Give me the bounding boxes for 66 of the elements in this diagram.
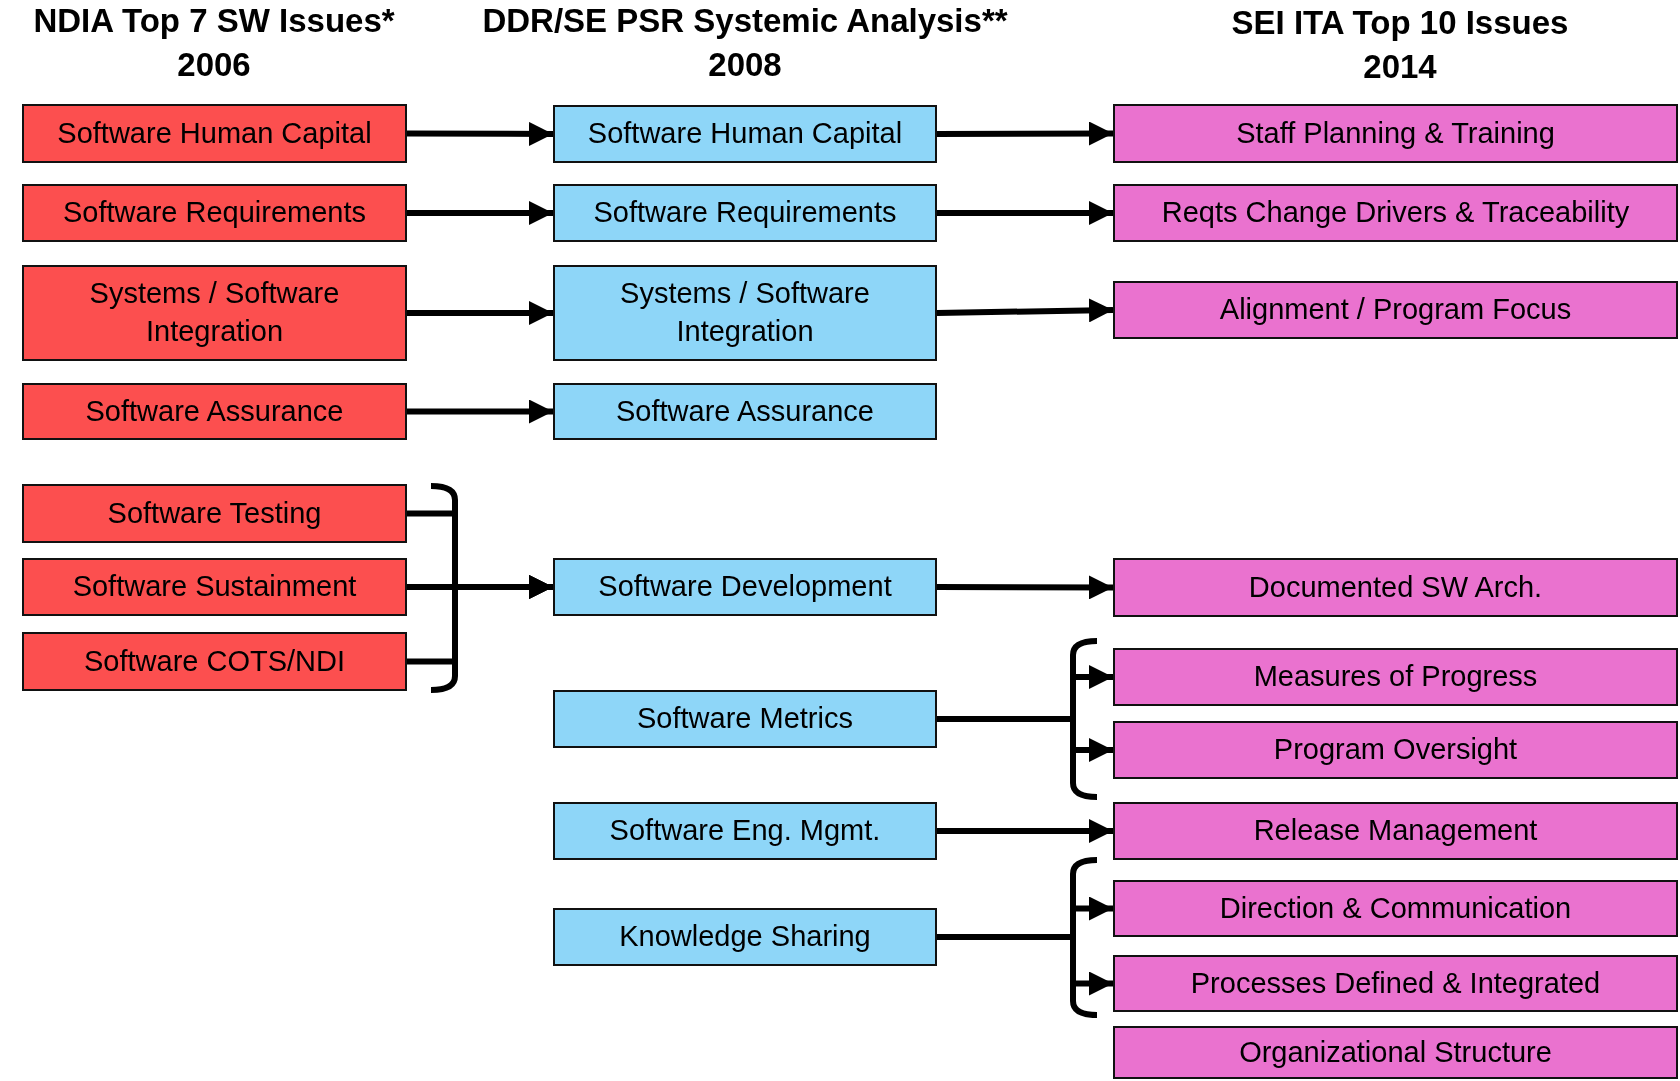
issue-box [22,383,407,440]
issue-box [1113,184,1678,242]
box-label: Processes Defined & Integrated [1189,965,1602,1001]
box-label: Software Requirements [592,195,898,231]
box-label: Systems / Software Integration [88,276,341,349]
issue-box [22,632,407,691]
box-label: Software Development [597,569,893,605]
box-label: Software Assurance [84,393,345,429]
arrow [937,201,1113,225]
box-label: Software Requirements [62,195,367,231]
analysis-box [553,558,937,616]
box-label: Software Sustainment [71,569,358,605]
analysis-box [553,265,937,361]
issue-box [1113,721,1678,779]
box-label: Reqts Change Drivers & Traceability [1160,195,1631,231]
column-heading: SEI ITA Top 10 Issues [1231,4,1569,42]
issue-box [1113,802,1678,860]
issue-box [1113,281,1678,339]
box-label: Release Management [1252,813,1539,849]
analysis-box [553,184,937,242]
box-label: Knowledge Sharing [618,919,872,955]
issue-box [1113,880,1678,937]
arrow [407,121,553,146]
issue-box [1113,1026,1678,1079]
arrow [936,298,1114,323]
issue-box [22,104,407,163]
box-label: Direction & Communication [1218,890,1573,926]
box-label: Software Eng. Mgmt. [608,813,882,849]
column-heading: DDR/SE PSR Systemic Analysis** [482,2,1008,40]
analysis-box [553,802,937,860]
arrow [407,399,553,424]
box-label: Software Assurance [615,393,875,429]
box-label: Software Human Capital [586,116,904,152]
arrow [407,301,553,325]
arrow [937,575,1113,600]
issue-box [22,184,407,242]
box-label: Organizational Structure [1238,1034,1553,1070]
issue-box [1113,955,1678,1012]
box-label: Staff Planning & Training [1235,115,1556,151]
arrow [407,575,553,665]
box-label: Software Testing [106,495,323,531]
box-label: Measures of Progress [1252,659,1539,695]
analysis-box [553,908,937,966]
issue-box [22,265,407,361]
box-label: Program Oversight [1272,732,1519,768]
issue-box [22,558,407,616]
issue-box [22,484,407,543]
column-heading: NDIA Top 7 SW Issues* [33,2,395,40]
box-label: Documented SW Arch. [1247,569,1544,605]
issue-box [1113,558,1678,617]
analysis-box [553,690,937,748]
issue-box [1113,104,1678,163]
arrow [937,121,1113,146]
box-label: Software Metrics [636,701,854,737]
column-year: 2008 [708,46,782,84]
analysis-box [553,383,937,440]
column-year: 2006 [177,46,251,84]
arrow [407,201,553,225]
issue-box [1113,648,1678,706]
analysis-box [553,105,937,163]
box-label: Alignment / Program Focus [1218,292,1573,328]
arrow [937,819,1113,843]
box-label: Software COTS/NDI [82,643,347,679]
column-year: 2014 [1363,48,1437,86]
box-label: Systems / Software Integration [619,276,871,349]
box-label: Software Human Capital [56,115,373,151]
